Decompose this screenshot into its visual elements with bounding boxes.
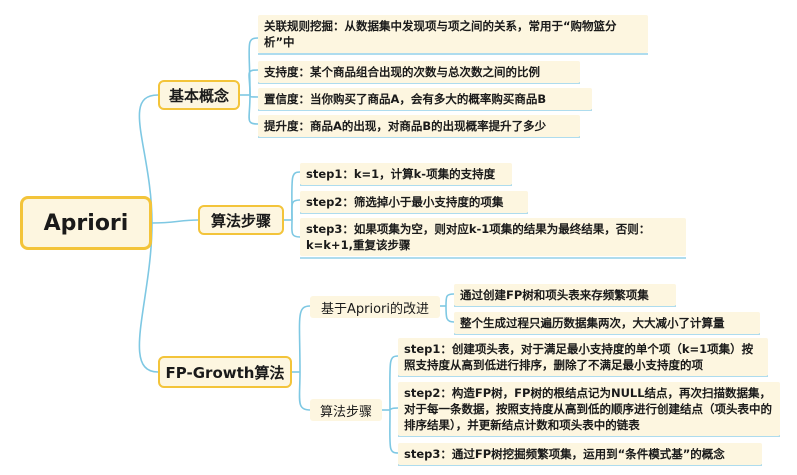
connector-root-branch2 xyxy=(151,219,199,224)
leaf-confidence: 置信度：当你购买了商品A，会有多大的概率购买商品B xyxy=(258,88,592,110)
branch-label: FP-Growth算法 xyxy=(165,363,285,382)
subbranch-apriori-improvement[interactable]: 基于Apriori的改进 xyxy=(310,296,440,318)
leaf-fp-step1: step1：创建项头表，对于满足最小支持度的单个项（k=1项集）按照支持度从高到… xyxy=(398,338,768,376)
leaf-support: 支持度：某个商品组合出现的次数与总次数之间的比例 xyxy=(258,61,580,83)
leaf-two-scans: 整个生成过程只遍历数据集两次，大大减小了计算量 xyxy=(454,312,760,334)
leaf-fp-step3: step3：通过FP树挖掘频繁项集，运用到“条件模式基”的概念 xyxy=(398,443,762,465)
leaf-lift: 提升度：商品A的出现，对商品B的出现概率提升了多少 xyxy=(258,115,580,137)
connector-b1-leaf2 xyxy=(248,69,259,96)
connector-b3-sub1 xyxy=(298,305,311,373)
leaf-text: step1：创建项头表，对于满足最小支持度的单个项（k=1项集）按照支持度从高到… xyxy=(404,342,754,372)
leaf-text: step3：通过FP树挖掘频繁项集，运用到“条件模式基”的概念 xyxy=(404,447,725,461)
connector-s1-leaf2 xyxy=(445,305,455,323)
branch-basic-concepts[interactable]: 基本概念 xyxy=(158,80,240,110)
connector-root-branch1 xyxy=(138,94,159,224)
leaf-text: 置信度：当你购买了商品A，会有多大的概率购买商品B xyxy=(264,92,547,106)
connector-b2-leaf3 xyxy=(291,219,301,238)
connector-s2-leaf3 xyxy=(389,409,399,454)
subbranch-label: 算法步骤 xyxy=(319,404,372,420)
connector-b1-leaf3 xyxy=(249,94,259,98)
leaf-text: step3：如果项集为空，则对应k-1项集的结果为最终结果，否则：k=k+1,重… xyxy=(306,222,651,252)
connector-b3-sub2 xyxy=(298,371,311,411)
connector-root-branch3 xyxy=(138,222,159,373)
leaf-fp-step2: step2：构造FP树，FP树的根结点记为NULL结点，再次扫描数据集，对于每一… xyxy=(398,382,780,436)
branch-label: 基本概念 xyxy=(168,86,229,105)
connector-b2-leaf2 xyxy=(291,199,301,221)
root-node[interactable]: Apriori xyxy=(20,196,152,250)
connector-s2-leaf1 xyxy=(389,355,399,411)
branch-label: 算法步骤 xyxy=(210,211,271,230)
connector-b1-leaf4 xyxy=(248,94,259,125)
connector-s2-leaf2 xyxy=(389,407,399,411)
leaf-text: 通过创建FP树和项头表来存频繁项集 xyxy=(460,288,649,302)
branch-algorithm-steps[interactable]: 算法步骤 xyxy=(198,205,284,235)
connector-s1-leaf1 xyxy=(445,293,455,307)
leaf-text: 整个生成过程只遍历数据集两次，大大减小了计算量 xyxy=(460,316,725,330)
leaf-text: step2：构造FP树，FP树的根结点记为NULL结点，再次扫描数据集，对于每一… xyxy=(404,386,772,432)
branch-fp-growth[interactable]: FP-Growth算法 xyxy=(158,356,292,388)
leaf-association-rules: 关联规则挖掘：从数据集中发现项与项之间的关系，常用于“购物篮分析”中 xyxy=(258,15,648,53)
leaf-step1: step1：k=1，计算k-项集的支持度 xyxy=(300,163,512,185)
subbranch-fp-steps[interactable]: 算法步骤 xyxy=(310,399,382,421)
root-label: Apriori xyxy=(43,210,129,236)
leaf-step3: step3：如果项集为空，则对应k-1项集的结果为最终结果，否则：k=k+1,重… xyxy=(300,218,686,256)
leaf-fp-tree-header: 通过创建FP树和项头表来存频繁项集 xyxy=(454,284,676,306)
leaf-text: 提升度：商品A的出现，对商品B的出现概率提升了多少 xyxy=(264,119,547,133)
leaf-text: 关联规则挖掘：从数据集中发现项与项之间的关系，常用于“购物篮分析”中 xyxy=(264,19,617,49)
connector-b2-leaf1 xyxy=(291,171,301,221)
leaf-text: 支持度：某个商品组合出现的次数与总次数之间的比例 xyxy=(264,65,540,79)
subbranch-label: 基于Apriori的改进 xyxy=(320,301,429,317)
leaf-text: step2：筛选掉小于最小支持度的项集 xyxy=(306,195,504,209)
leaf-text: step1：k=1，计算k-项集的支持度 xyxy=(306,167,496,181)
leaf-step2: step2：筛选掉小于最小支持度的项集 xyxy=(300,191,528,213)
